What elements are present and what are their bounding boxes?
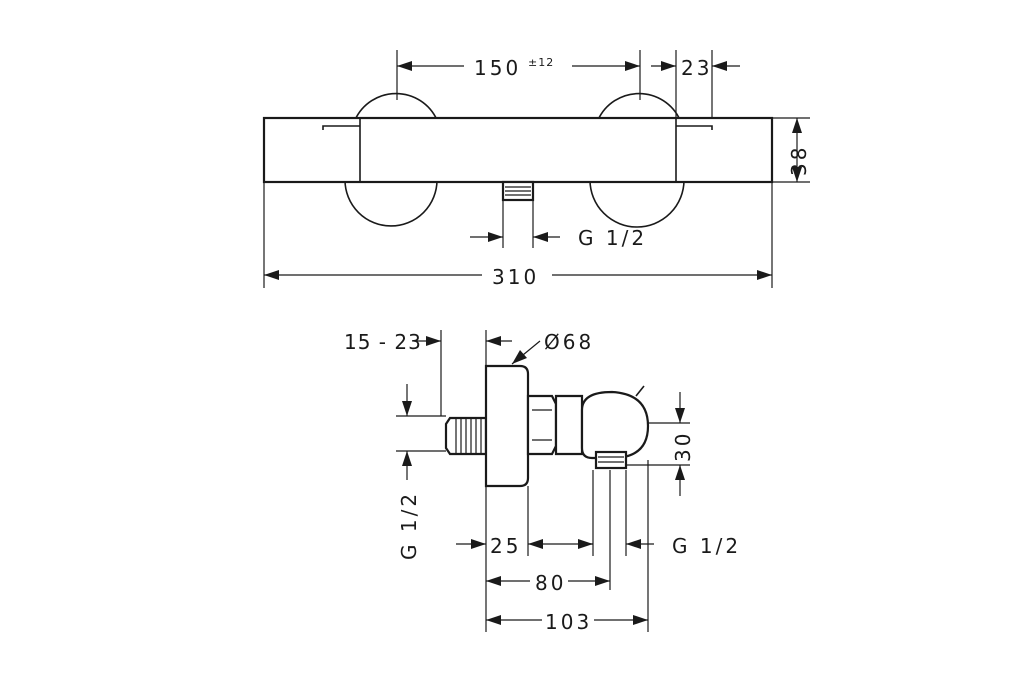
side-handle (580, 390, 650, 460)
dim-38: 38 (772, 117, 811, 183)
side-stud (635, 385, 645, 397)
dim-side-g12-outlet: G 1/2 (578, 534, 741, 558)
front-view (262, 92, 774, 228)
dim-15-23-label: 15 - 23 (344, 330, 422, 354)
dim-15-23: 15 - 23 (344, 330, 512, 416)
dim-150: 150 ±12 (396, 50, 641, 100)
side-outlet (594, 450, 628, 470)
right-rosette (589, 92, 685, 228)
dim-80-label: 80 (535, 571, 566, 595)
dim-103: 103 (486, 610, 648, 634)
side-rosette (484, 364, 530, 488)
dim-30: 30 (626, 392, 695, 496)
dim-310-label: 310 (492, 265, 539, 289)
side-hex-nut (526, 394, 558, 456)
dim-103-label: 103 (545, 610, 592, 634)
dim-30-label: 30 (671, 431, 695, 462)
mixer-body (262, 116, 774, 184)
left-rosette (344, 92, 438, 227)
right-lug (676, 125, 713, 130)
dim-25: 25 (456, 534, 593, 558)
dim-38-label: 38 (787, 145, 811, 176)
dim-310: 310 (263, 182, 773, 289)
dim-25-label: 25 (490, 534, 521, 558)
dim-top-g12-label: G 1/2 (578, 226, 647, 250)
dim-23-label: 23 (681, 56, 712, 80)
dim-top-g12: G 1/2 (470, 200, 647, 250)
dim-150-tolerance: ±12 (528, 56, 554, 69)
side-body-connector (554, 394, 584, 456)
dim-diameter-68-label: Ø68 (544, 330, 594, 354)
dim-80: 80 (486, 571, 610, 595)
dim-23: 23 (651, 50, 740, 118)
left-lug (322, 125, 360, 130)
dim-150-label: 150 (474, 56, 521, 80)
dim-side-g12-outlet-label: G 1/2 (672, 534, 741, 558)
dim-diameter-68: Ø68 (511, 330, 594, 365)
side-view (444, 364, 650, 488)
dim-side-g12-vertical-label: G 1/2 (397, 491, 421, 560)
dim-side-g12-vertical: G 1/2 (396, 384, 446, 560)
